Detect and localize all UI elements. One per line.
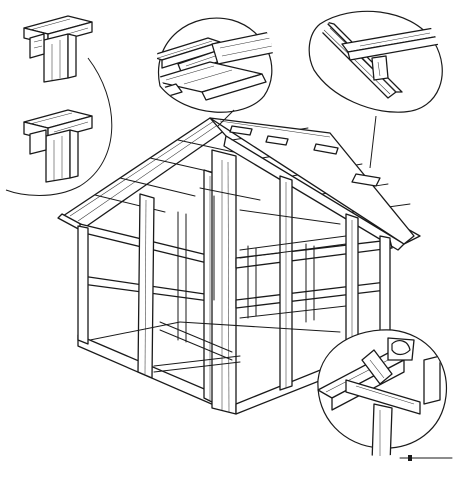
rafter-detail-leader: [369, 115, 377, 169]
ridge-beam-joint-detail: [157, 17, 273, 113]
floor-frame: [89, 321, 341, 373]
greenhouse-frame: [57, 117, 421, 415]
post-cap-joint-detail: [23, 109, 93, 183]
ridge-detail-leader: [217, 109, 235, 127]
back-wall: [159, 187, 347, 361]
corner-post: [211, 149, 237, 415]
left-detail-boundary: [5, 57, 113, 196]
rafter-post-joint-detail: [23, 15, 93, 83]
right-wall-mid-rail: [235, 281, 387, 309]
scale-mark: [399, 455, 453, 461]
roof-right-slope: [209, 117, 421, 251]
sill-corner-joint-detail: [317, 329, 448, 456]
rafter-purlin-joint-detail: [308, 10, 443, 113]
